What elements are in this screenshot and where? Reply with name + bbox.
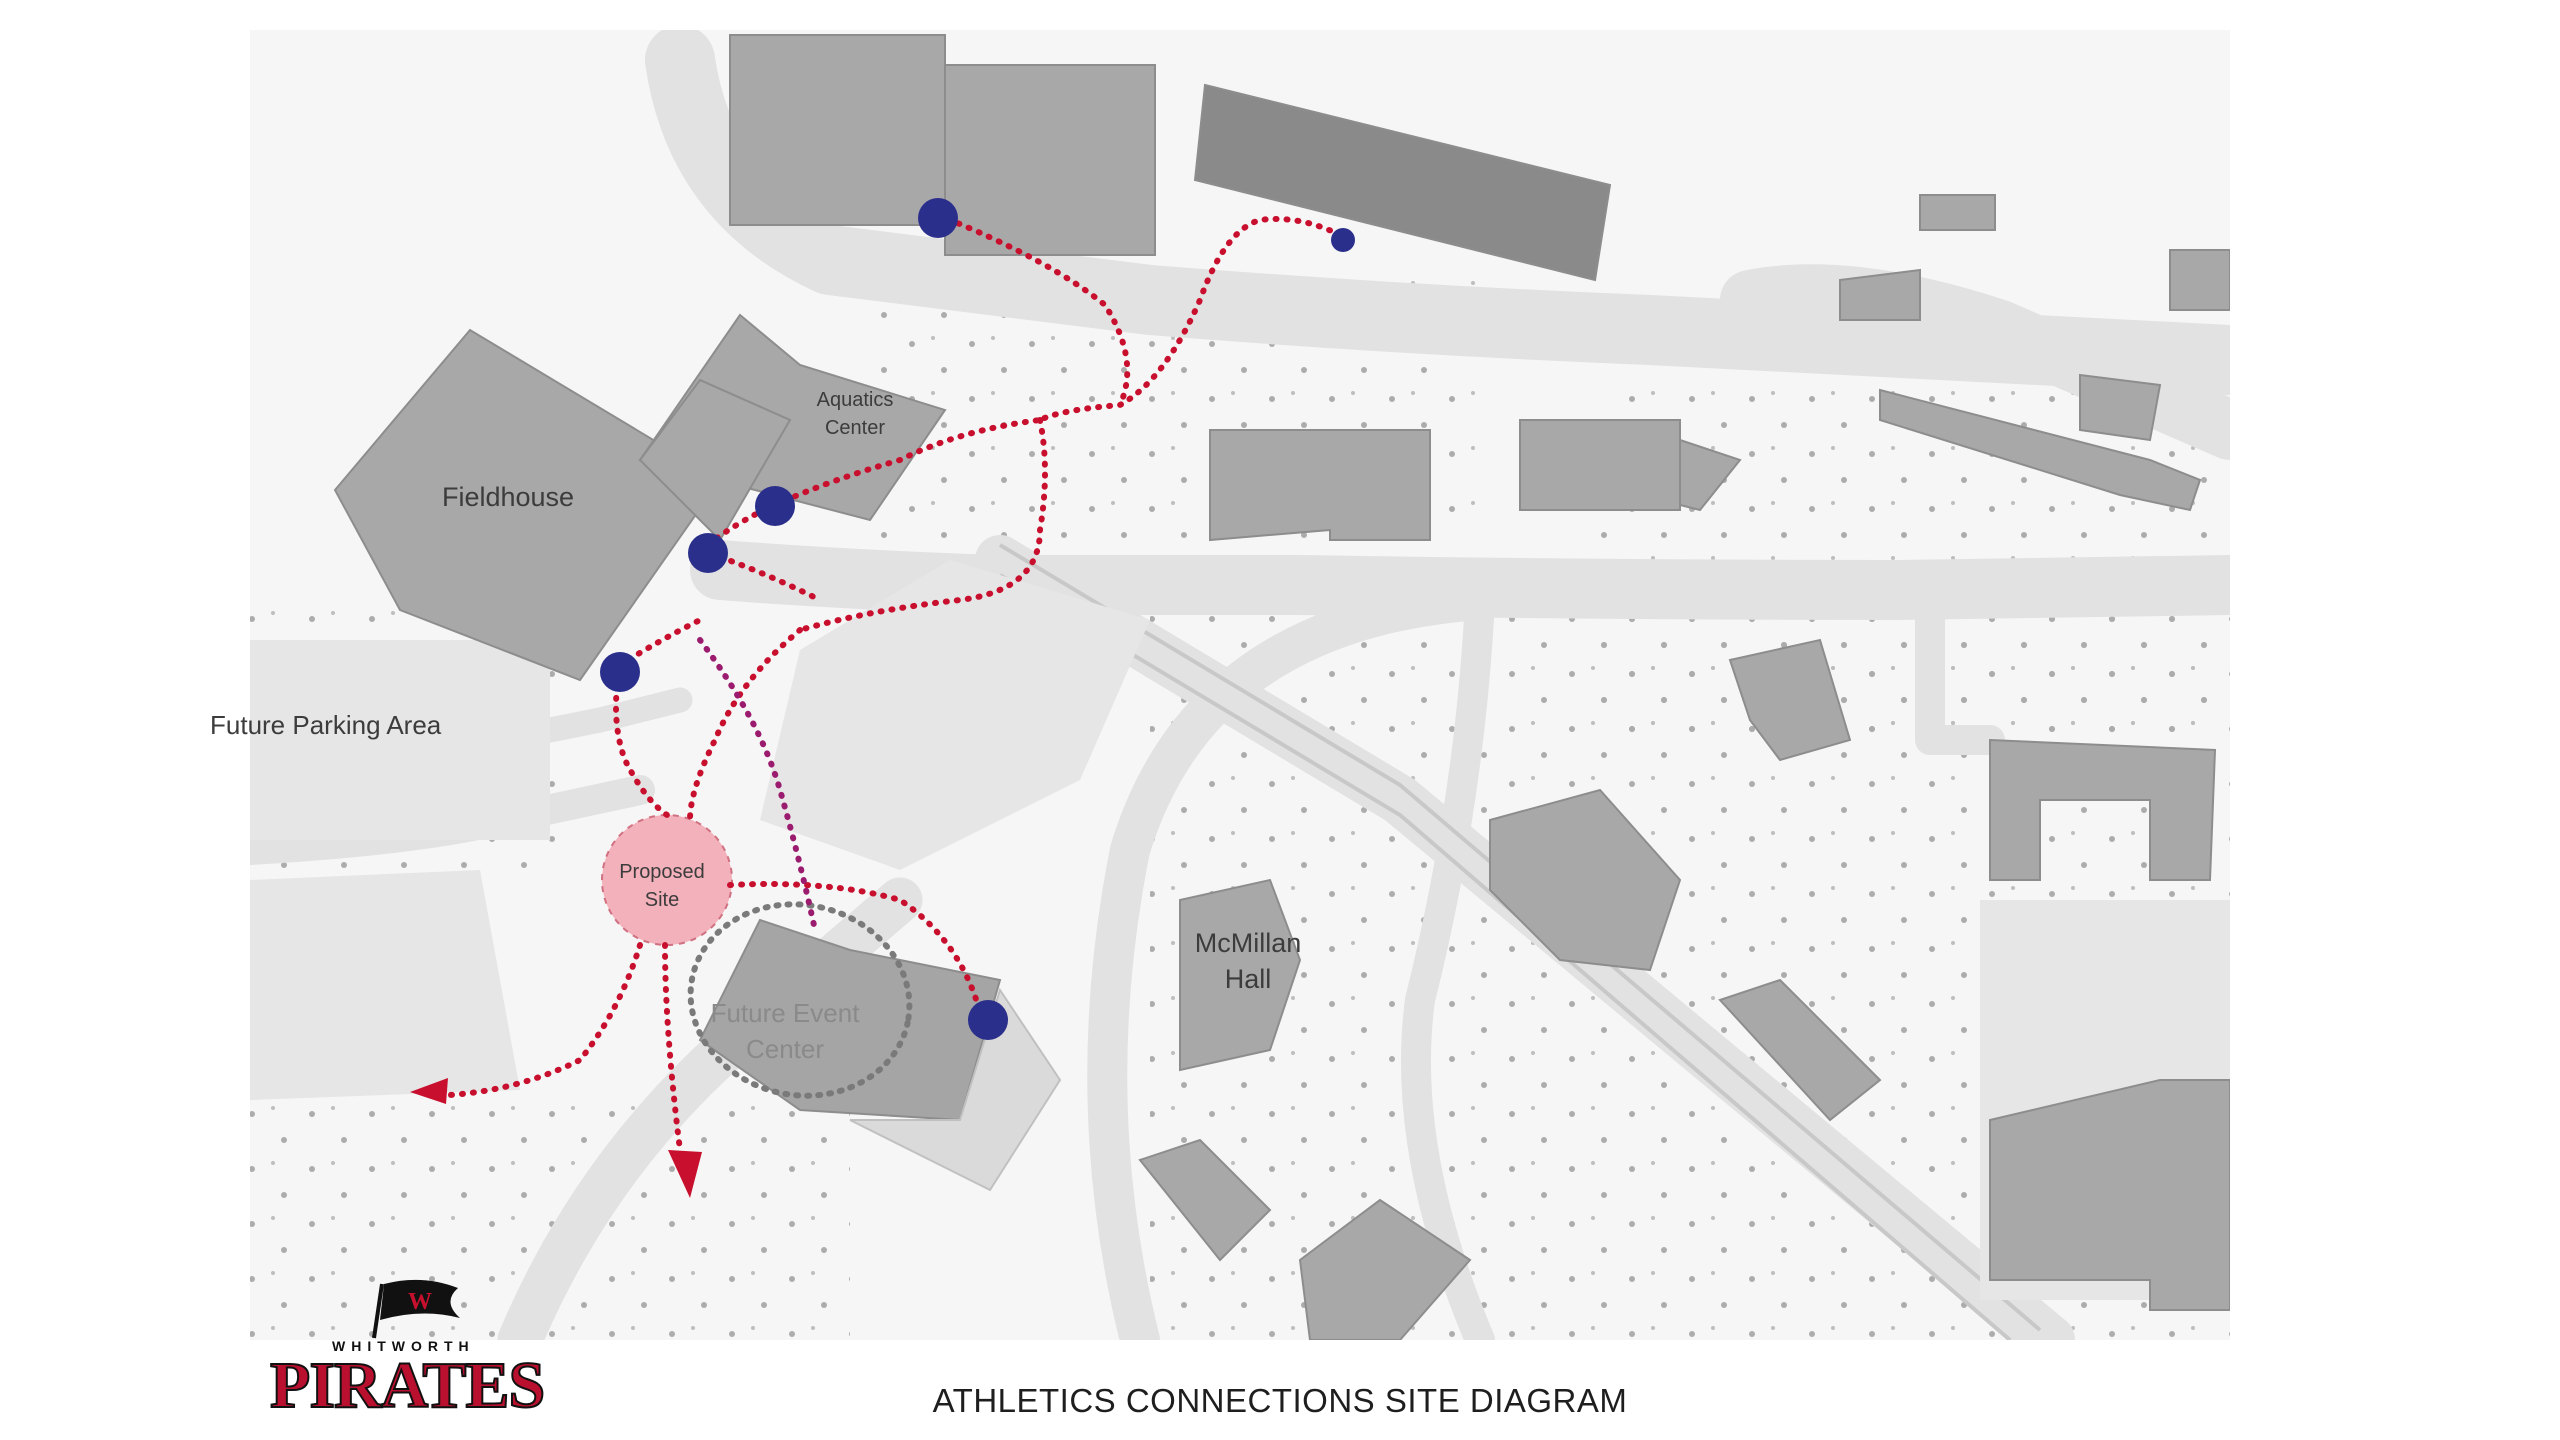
path-north-dark-building	[1037, 216, 1343, 423]
node-event-center-east[interactable]	[968, 1000, 1008, 1040]
ne-small-building-1	[1919, 194, 1996, 231]
future-event-center-label-line1: Future Event	[711, 998, 861, 1028]
pirate-flag-icon: W	[372, 1279, 460, 1339]
ne-long-building	[1879, 388, 2202, 512]
path-proposed-to-south	[662, 942, 683, 1153]
fieldhouse-building	[333, 328, 722, 682]
mcmillan-hall-building	[1179, 878, 1302, 1072]
node-aquatics-center[interactable]	[755, 486, 795, 526]
path-north-arena	[935, 212, 1131, 408]
path-proposed-to-southwest	[447, 942, 643, 1098]
south-building-1	[1138, 1138, 1272, 1262]
loop-road-east	[1401, 585, 1495, 1340]
ne-small-building-2	[1839, 268, 1921, 321]
ne-small-building-4	[2169, 249, 2230, 311]
central-east-building	[1489, 788, 1682, 972]
path-fieldhouse-to-proposed	[613, 662, 670, 818]
proposed-site-label-line1: Proposed	[619, 861, 705, 883]
east-building	[1728, 638, 1852, 762]
path-secondary-magenta	[697, 637, 818, 933]
future-parking-label: Future Parking Area	[210, 710, 442, 740]
fieldhouse-annex	[638, 378, 792, 542]
map-base	[250, 30, 2230, 1340]
central-plaza	[760, 560, 1150, 870]
path-hub-to-center	[797, 417, 1048, 633]
southeast-building	[1718, 978, 1882, 1122]
connection-nodes	[600, 198, 1355, 1040]
logo-subtext: WHITWORTH	[332, 1338, 475, 1354]
diagram-title: ATHLETICS CONNECTIONS SITE DIAGRAM	[932, 1382, 1628, 1419]
west-yard	[250, 870, 520, 1100]
path-proposed-to-southeast-node	[727, 881, 983, 1015]
mcmillan-loop-road	[1087, 580, 1500, 1340]
future-event-center-annex	[849, 987, 1062, 1192]
arrow-southwest[interactable]	[410, 1078, 448, 1104]
north-arena-east	[944, 64, 1156, 256]
mcmillan-hall-label-line1: McMillan	[1195, 928, 1302, 958]
proposed-site-label-line2: Site	[645, 889, 679, 911]
east-complex	[1989, 738, 2217, 881]
path-aquatics-to-north	[772, 417, 1043, 508]
east-connector	[1915, 575, 2005, 755]
path-plaza-to-proposed	[687, 627, 803, 823]
arrow-south[interactable]	[668, 1150, 702, 1198]
north-dark-building	[1193, 83, 1612, 282]
south-building-2	[1298, 1198, 1472, 1340]
node-fieldhouse-east[interactable]	[688, 533, 728, 573]
aquatics-center-label-line2: Center	[825, 417, 885, 439]
node-north-dark-building[interactable]	[1331, 228, 1355, 252]
node-north-arena[interactable]	[918, 198, 958, 238]
buildings	[333, 34, 2230, 1340]
svg-text:W: W	[408, 1289, 432, 1315]
north-road	[645, 30, 2230, 395]
pirates-logo: W WHITWORTH PIRATES	[262, 1278, 592, 1428]
north-campus-wing	[1679, 438, 1742, 512]
future-event-center-outline	[687, 901, 913, 1099]
main-east-west-road	[690, 540, 2230, 620]
north-campus-building	[1209, 429, 1431, 542]
ne-small-building-3	[2079, 373, 2162, 442]
east-large-building	[1989, 1079, 2230, 1311]
future-event-center-label-line2: Center	[746, 1034, 824, 1064]
future-parking-lot	[250, 640, 550, 840]
logo-wordmark: PIRATES	[269, 1348, 546, 1423]
mcmillan-hall-label-line2: Hall	[1225, 964, 1272, 994]
north-campus-hall	[1519, 419, 1681, 511]
node-fieldhouse-south[interactable]	[600, 652, 640, 692]
fieldhouse-label: Fieldhouse	[442, 482, 574, 512]
north-arena-west	[729, 34, 946, 226]
aquatics-center-label-line1: Aquatics	[817, 389, 894, 411]
